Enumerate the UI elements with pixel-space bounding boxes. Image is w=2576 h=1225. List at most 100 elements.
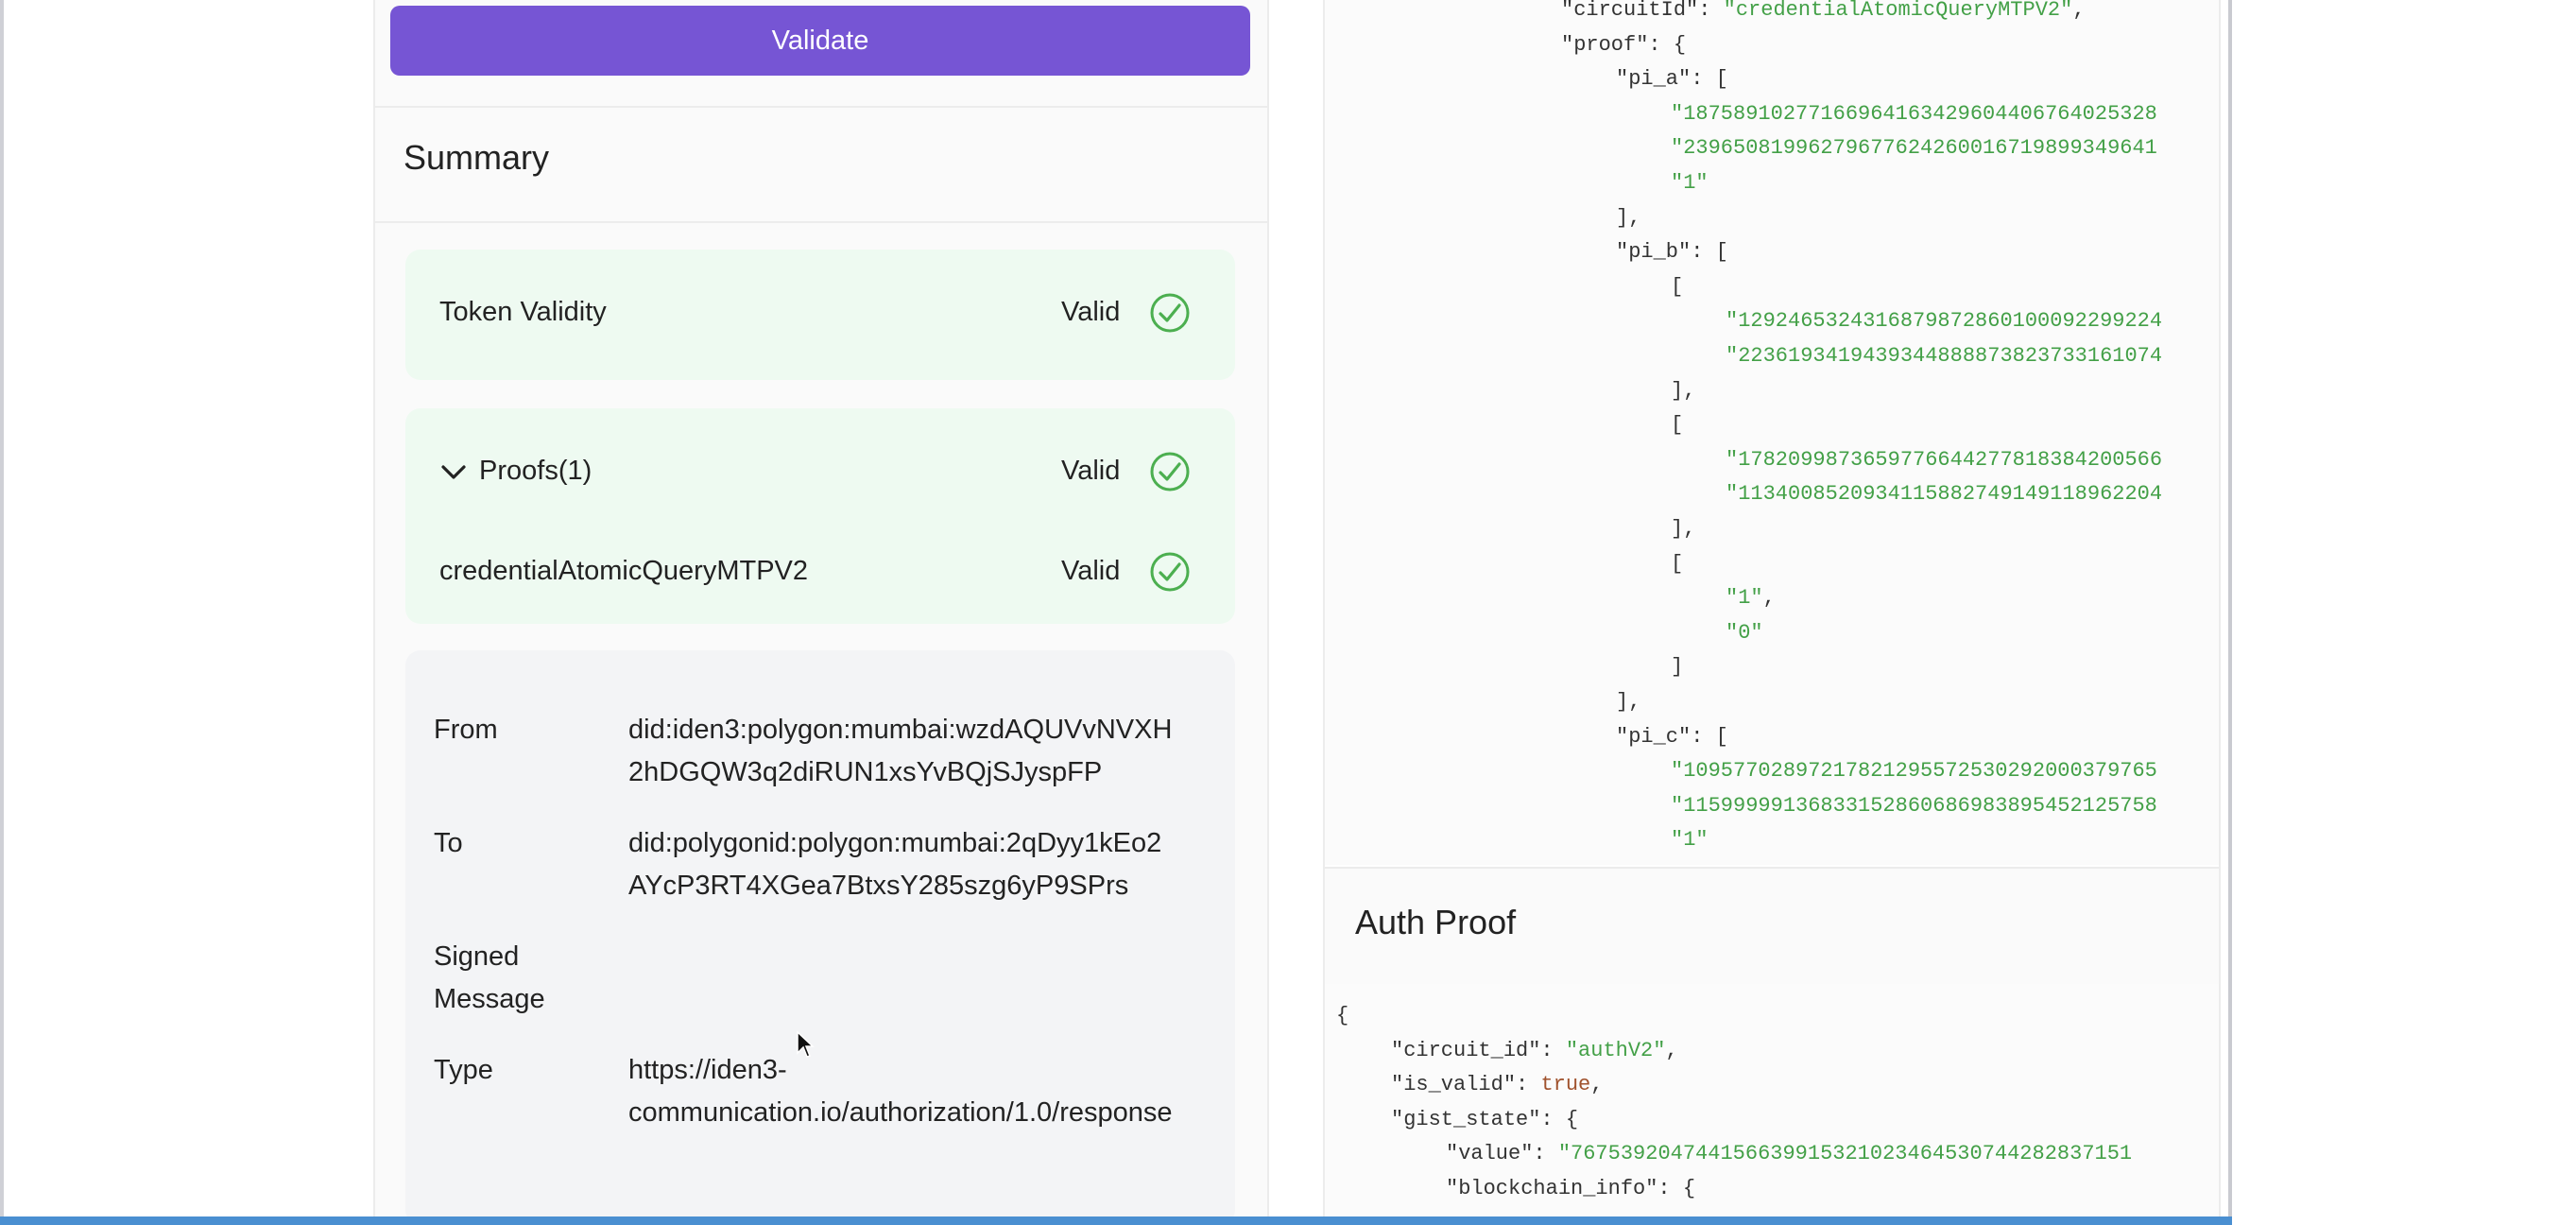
json-string-value: "0" <box>1726 620 1763 645</box>
json-line: [ <box>1671 270 1683 304</box>
validation-panel: Validate Summary Token Validity Valid Pr… <box>373 0 1269 1225</box>
json-string-value: "1782099873659776644277818384200566 <box>1726 447 2163 472</box>
json-string-value: "1292465324316879872860100092299224 <box>1726 309 2163 334</box>
summary-title: Summary <box>404 138 550 177</box>
json-line: "1095770289721782129557253029200037976​5 <box>1671 754 2157 788</box>
json-punctuation: , <box>1665 1038 1678 1062</box>
from-label: From <box>434 715 498 745</box>
signed-label-line: Message <box>434 984 545 1014</box>
json-line: "pi_c": [ <box>1616 720 1728 754</box>
json-line: "1", <box>1726 581 1776 615</box>
proofs-toggle-label[interactable]: Proofs(1) <box>479 456 592 486</box>
json-key: "pi_a": [ <box>1616 67 1728 92</box>
type-value: https://iden3- communication.io/authoriz… <box>628 1049 1214 1134</box>
json-string-value: "authV2" <box>1565 1038 1666 1062</box>
json-line: "1" <box>1671 166 1709 200</box>
to-value: did:polygonid:polygon:mumbai:2qDyy1kEo2 … <box>628 822 1214 907</box>
bottom-progress-bar <box>0 1216 2232 1225</box>
chevron-down-icon[interactable] <box>439 461 468 484</box>
auth-proof-json-viewer[interactable]: {"circuit_id": "authV2","is_valid": true… <box>1325 984 2219 1225</box>
check-circle-icon <box>1150 552 1190 592</box>
check-circle-icon <box>1150 452 1190 492</box>
summary-header: Summary <box>375 106 1267 223</box>
json-line: ], <box>1671 374 1695 408</box>
json-line: "0" <box>1726 616 1763 650</box>
json-line: "1782099873659776644277818384200566 <box>1726 443 2162 477</box>
json-string-value: "1159999913683315286068698389545212575​8 <box>1671 793 2157 818</box>
auth-proof-header: Auth Proof <box>1325 867 2219 986</box>
json-key: ], <box>1671 378 1696 403</box>
json-string-value: "1095770289721782129557253029200037976​5 <box>1671 759 2157 784</box>
json-line: "proof": { <box>1561 28 1686 62</box>
json-line: "pi_b": [ <box>1616 235 1728 269</box>
to-label: To <box>434 828 463 858</box>
json-line: { <box>1336 999 1348 1033</box>
json-punctuation: , <box>1762 586 1776 611</box>
json-key: "circuitId": <box>1561 0 1724 22</box>
json-string-value: "1875891027716696416342960440676402532​8 <box>1671 101 2157 126</box>
json-key: [ <box>1671 274 1684 299</box>
json-line: "is_valid": true, <box>1391 1068 1603 1102</box>
json-key: "pi_b": [ <box>1616 240 1728 265</box>
json-key: "gist_state": { <box>1391 1107 1579 1131</box>
message-info-card: From did:iden3:polygon:mumbai:wzdAQUVvNV… <box>405 650 1235 1225</box>
from-value: did:iden3:polygon:mumbai:wzdAQUVvNVXH 2h… <box>628 709 1214 794</box>
check-circle-icon <box>1150 293 1190 333</box>
json-line: ], <box>1671 512 1695 546</box>
json-line: [ <box>1671 408 1683 442</box>
json-key: ], <box>1671 517 1696 541</box>
json-line: "circuit_id": "authV2", <box>1391 1034 1678 1068</box>
json-line: "2396508199627967762426001671989934964​1 <box>1671 131 2157 165</box>
token-validity-label: Token Validity <box>439 297 607 327</box>
json-key: "circuit_id": <box>1391 1038 1566 1062</box>
json-string-value: "credentialAtomicQueryMTPV2" <box>1723 0 2073 22</box>
from-value-line: did:iden3:polygon:mumbai:wzdAQUVvNVXH <box>628 715 1173 745</box>
token-validity-status: Valid <box>1061 297 1121 327</box>
json-string-value: "2396508199627967762426001671989934964​1 <box>1671 136 2157 161</box>
to-value-line: did:polygonid:polygon:mumbai:2qDyy1kEo2 <box>628 828 1162 858</box>
json-line: "blockchain_info": { <box>1446 1172 1695 1206</box>
validate-button[interactable]: Validate <box>390 6 1250 76</box>
json-line: "value": "767539204744156639915321023464… <box>1446 1137 2132 1171</box>
json-line: "1875891027716696416342960440676402532​8 <box>1671 97 2157 131</box>
json-line: ], <box>1616 201 1640 235</box>
type-value-line: https://iden3- <box>628 1055 787 1085</box>
json-string-value: "767539204744156639915321023464530744282… <box>1557 1142 2133 1166</box>
signed-message-label: Signed Message <box>434 936 545 1021</box>
json-key: [ <box>1671 551 1684 576</box>
to-value-line: AYcP3RT4XGea7BtxsY285szg6yP9SPrs <box>628 871 1129 901</box>
proof-json-panel: "circuitId": "credentialAtomicQueryMTPV2… <box>1323 0 2221 1225</box>
json-line: "circuitId": "credentialAtomicQueryMTPV2… <box>1561 0 2086 27</box>
json-string-value: "1" <box>1671 171 1709 195</box>
type-label: Type <box>434 1055 493 1085</box>
json-key: "is_valid": <box>1391 1073 1541 1097</box>
left-window-edge <box>0 0 4 1225</box>
right-window-edge <box>2228 0 2232 1225</box>
proof-item-status: Valid <box>1061 556 1121 586</box>
from-value-line: 2hDGQW3q2diRUN1xsYvBQjSJyspFP <box>628 757 1103 787</box>
json-key: { <box>1336 1004 1349 1027</box>
json-boolean-value: true <box>1540 1073 1591 1097</box>
json-line: "1" <box>1671 823 1709 857</box>
json-key: [ <box>1671 413 1684 438</box>
mouse-cursor-icon <box>797 1030 815 1058</box>
json-key: ], <box>1616 205 1641 230</box>
json-key: "proof": { <box>1561 32 1687 57</box>
json-punctuation: , <box>1590 1073 1604 1097</box>
token-validity-card: Token Validity Valid <box>405 250 1235 380</box>
json-string-value: "2236193419439344888873823733161074 <box>1726 344 2163 368</box>
json-string-value: "1" <box>1726 586 1763 611</box>
proof-item-label: credentialAtomicQueryMTPV2 <box>439 556 809 586</box>
json-string-value: "1" <box>1671 828 1709 853</box>
json-punctuation: , <box>2072 0 2086 22</box>
json-key: ], <box>1616 690 1641 714</box>
type-value-line: communication.io/authorization/1.0/respo… <box>628 1097 1173 1128</box>
json-line: [ <box>1671 547 1683 581</box>
json-key: "blockchain_info": { <box>1446 1177 1696 1200</box>
json-line: "gist_state": { <box>1391 1103 1578 1137</box>
json-string-value: "1134008520934115882749149118962204 <box>1726 482 2163 507</box>
signed-label-line: Signed <box>434 941 520 972</box>
proof-json-viewer[interactable]: "circuitId": "credentialAtomicQueryMTPV2… <box>1325 0 2219 865</box>
json-line: "1134008520934115882749149118962204 <box>1726 477 2162 511</box>
json-line: "1292465324316879872860100092299224 <box>1726 304 2162 338</box>
